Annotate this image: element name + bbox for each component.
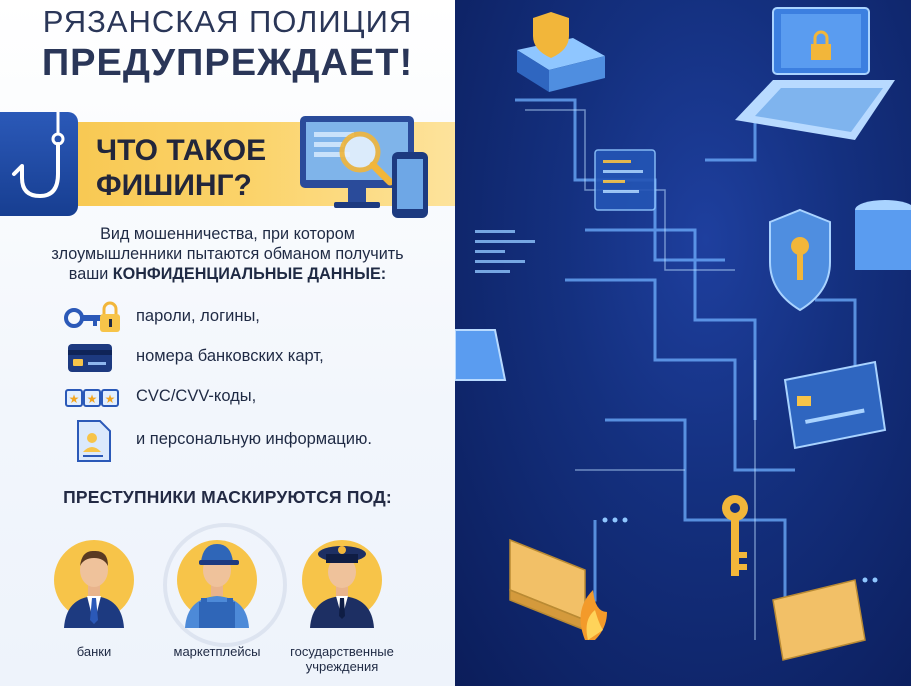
list-item: номера банковских карт,: [62, 338, 442, 378]
cyber-illustration-panel: [455, 0, 911, 686]
description-line3-bold: КОНФИДЕНЦИАЛЬНЫЕ ДАННЫЕ:: [112, 265, 387, 283]
courier-avatar-icon: [177, 540, 257, 628]
key-lock-icon: [64, 301, 120, 332]
list-item-label: CVC/CVV-коды,: [136, 387, 257, 405]
officer-label: государственные учреждения: [285, 644, 399, 674]
phishing-description: Вид мошенничества, при котором злоумышле…: [10, 224, 445, 284]
fish-hook-icon: [0, 112, 78, 216]
svg-text:★: ★: [69, 392, 80, 406]
code-stars-icon: ★ ★ ★: [65, 389, 119, 407]
svg-text:★: ★: [105, 392, 116, 406]
banker-avatar: [52, 520, 136, 630]
description-line1: Вид мошенничества, при котором: [100, 225, 355, 243]
courier-label: маркетплейсы: [173, 644, 261, 659]
courier-avatar: [175, 520, 259, 630]
poster-info-panel: РЯЗАНСКАЯ ПОЛИЦИЯ ПРЕДУПРЕЖДАЕТ! ЧТО ТАК…: [0, 0, 455, 686]
description-line3-prefix: ваши: [68, 265, 113, 283]
criminals-title: ПРЕСТУПНИКИ МАСКИРУЮТСЯ ПОД:: [63, 487, 392, 507]
question-line1: ЧТО ТАКОЕ: [96, 134, 267, 167]
header-line2: ПРЕДУПРЕЖДАЕТ!: [41, 42, 414, 84]
list-item-label: номера банковских карт,: [136, 347, 324, 365]
list-item-label: пароли, логины,: [136, 307, 260, 325]
header-line1: РЯЗАНСКАЯ ПОЛИЦИЯ: [42, 4, 413, 39]
network-circuit-illustration: [455, 7, 911, 661]
list-item: ★ ★ ★ CVC/CVV-коды,: [62, 378, 442, 418]
bank-card-icon: [68, 344, 112, 372]
list-item-label: и персональную информацию.: [136, 430, 372, 448]
list-item: и персональную информацию.: [62, 418, 442, 464]
question-line2: ФИШИНГ?: [96, 169, 252, 202]
list-item: пароли, логины,: [62, 298, 442, 338]
officer-label-line2: учреждения: [305, 659, 379, 674]
id-document-icon: [77, 420, 111, 462]
svg-text:★: ★: [87, 392, 98, 406]
description-line2: злоумышленники пытаются обманом получить: [51, 245, 404, 263]
banker-avatar-icon: [54, 540, 134, 628]
officer-avatar: [300, 520, 384, 630]
banker-label: банки: [76, 644, 112, 659]
officer-avatar-icon: [302, 540, 382, 628]
monitor-magnifier-phone-icon: [300, 116, 428, 218]
officer-label-line1: государственные: [290, 644, 394, 659]
